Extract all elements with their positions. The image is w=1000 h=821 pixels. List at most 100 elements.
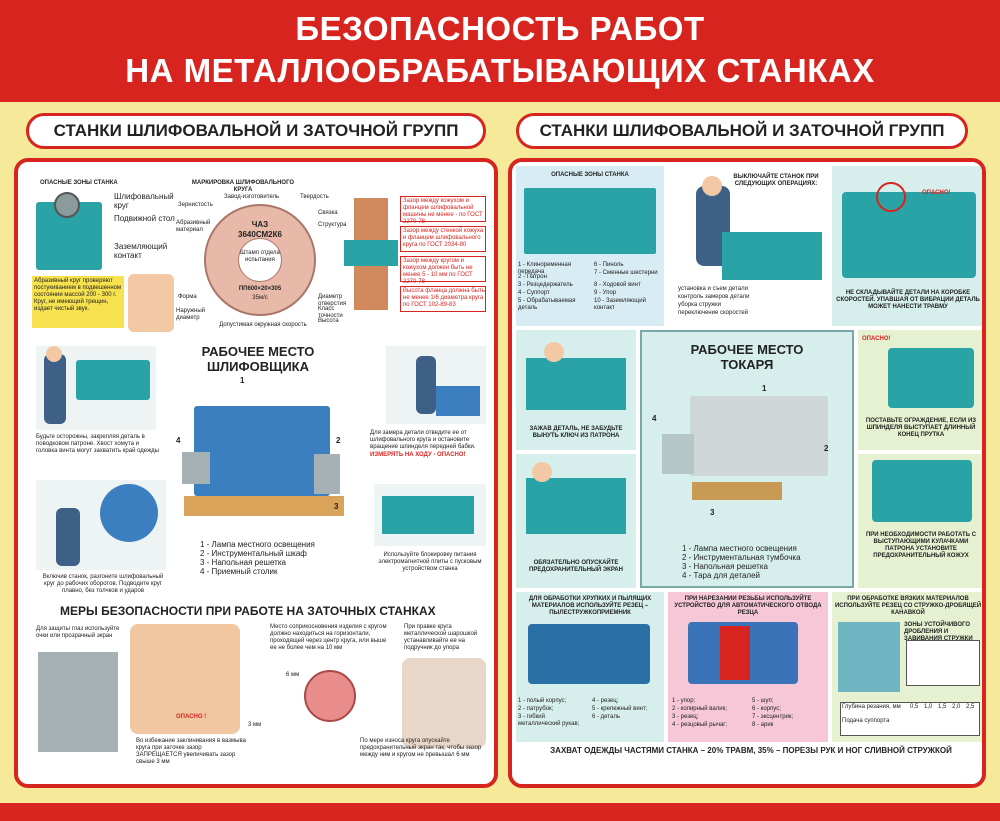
spindle-bar-illustration	[888, 348, 974, 408]
thread-legend-8: 8 - арик	[752, 722, 774, 728]
right-column-header: СТАНКИ ШЛИФОВАЛЬНОЙ И ЗАТОЧНОЙ ГРУПП	[516, 113, 968, 149]
lathe-legend-8: 8 - Ходовой винт	[594, 282, 641, 288]
marked-wheel-diagram	[204, 204, 316, 316]
worker-chuck-illustration	[36, 346, 156, 430]
marking-label-bore: Диаметр отверстия	[318, 294, 347, 307]
depth-feed-table	[840, 702, 980, 736]
receiving-table-illustration	[182, 452, 210, 484]
left-column-header: СТАНКИ ШЛИФОВАЛЬНОЙ И ЗАТОЧНОЙ ГРУПП	[26, 113, 486, 149]
lathe-legend-7: 7 - Сменные шестерни	[594, 270, 658, 276]
screen-worker-head	[532, 462, 552, 482]
tool-cabinet-illustration	[314, 454, 340, 494]
parts-container	[662, 434, 694, 474]
sharpening-danger: ОПАСНО !	[176, 714, 207, 720]
brittle-legend-2: 2 - патрубок;	[518, 706, 554, 712]
note-guard: ПОСТАВЬТЕ ОГРАЖДЕНИЕ, ЕСЛИ ИЗ ШПИНДЕЛЯ В…	[865, 418, 977, 438]
mini-table	[906, 640, 980, 686]
flange-note-3: Зазор между кругом и кожухом должен быть…	[403, 258, 473, 285]
thread-legend-5: 5 - шуп;	[752, 698, 774, 704]
note-cover: ПРИ НЕОБХОДИМОСТИ РАБОТАТЬ С ВЫСТУПАЮЩИМ…	[865, 532, 977, 559]
floor-grate-illustration	[184, 496, 344, 516]
right-workplace-title-1: РАБОЧЕЕ МЕСТО	[690, 342, 804, 357]
brittle-legend-1: 1 - полый корпус;	[518, 698, 567, 704]
title-band	[0, 0, 1000, 102]
note-screen: ОБЯЗАТЕЛЬНО ОПУСКАЙТЕ ПРЕДОХРАНИТЕЛЬНЫЙ …	[529, 560, 623, 573]
workplace-num-1: 1	[240, 376, 245, 385]
flange-spindle	[344, 240, 398, 266]
brittle-legend-6: 6 - деталь	[592, 714, 620, 720]
note-start: Включив станок, разгоните шлифовальный к…	[42, 574, 164, 594]
depth-col-3: 1,5	[938, 704, 947, 710]
bottom-band	[0, 803, 1000, 821]
wheel-gap-diagram	[304, 670, 356, 722]
marking-label-maker: Завод-изготовитель	[224, 194, 280, 200]
right-danger-zones-title: ОПАСНЫЕ ЗОНЫ СТАНКА	[551, 172, 629, 178]
worker-start-illustration	[36, 480, 166, 570]
lathe-legend-4: 4 - Суппорт	[518, 290, 550, 296]
marking-label-abrasive: Абразивный материал	[176, 220, 211, 233]
danger-label-wheel: Шлифовальный круг	[114, 192, 174, 210]
viscous-title: ПРИ ОБРАБОТКЕ ВЯЗКИХ МАТЕРИАЛОВ ИСПОЛЬЗУ…	[834, 596, 982, 616]
sharpening-note-4: Во избежание заклинивания в вазмыва круг…	[136, 738, 246, 765]
thread-legend-3: 3 - резец;	[672, 714, 699, 720]
hands-sharpening-illustration	[130, 624, 240, 734]
thread-legend-2: 2 - копирный валик;	[672, 706, 727, 712]
jaws-cover-illustration	[872, 460, 972, 522]
sharpening-note-1: Для защиты глаз используйте очки или про…	[36, 626, 120, 639]
right-workplace-legend-3: 3 - Напольная решетка	[682, 562, 768, 571]
dust-cutter-illustration	[528, 624, 650, 684]
chip-breaker-illustration	[838, 622, 900, 692]
left-workplace-legend-4: 4 - Приемный столик	[200, 567, 278, 576]
danger-label-2: ОПАСНО!	[862, 336, 891, 342]
wheel-stamp: Штамп отдела испытания	[240, 250, 280, 263]
note-block: Используйте блокировку питания электрома…	[378, 552, 482, 572]
grinding-wheel-icon	[54, 192, 80, 218]
left-workplace-legend-1: 1 - Лампа местного освещения	[200, 540, 315, 549]
stop-machine-title: ВЫКЛЮЧАЙТЕ СТАНОК ПРИ СЛЕДУЮЩИХ ОПЕРАЦИЯ…	[733, 174, 819, 187]
right-footer-stat: ЗАХВАТ ОДЕЖДЫ ЧАСТЯМИ СТАНКА – 20% ТРАВМ…	[550, 746, 952, 755]
brittle-legend-4: 4 - резец;	[592, 698, 619, 704]
danger-label-ground: Заземляющий контакт	[114, 242, 168, 260]
right-workplace-num-1: 1	[762, 384, 767, 393]
depth-col-2: 1,0	[924, 704, 933, 710]
thread-device-part	[720, 626, 750, 680]
workplace-num-4: 4	[176, 436, 181, 445]
lathe-legend-10: 10 - Заземляющий контакт	[594, 298, 646, 311]
grinder-workplace-illustration	[194, 406, 330, 496]
marking-label-hardness: Твердость	[300, 194, 329, 200]
wheel-check-note-box	[32, 276, 124, 328]
flange-note-1: Зазор между кожухом и фланцем шлифовальн…	[403, 198, 483, 225]
marking-label-structure: Структура	[318, 222, 347, 228]
lathe-legend-1: 1 - Клиноременная передача	[518, 262, 572, 275]
depth-col-5: 2,5	[966, 704, 975, 710]
viscous-table-title: ЗОНЫ УСТОЙЧИВОГО ДРОБЛЕНИЯ И ЗАВИВАНИЯ С…	[904, 622, 973, 642]
flange-note-2: Зазор между стенкой кожуха и фланцем шли…	[403, 228, 484, 248]
danger-circle-icon	[876, 182, 906, 212]
thread-legend-1: 1 - упор;	[672, 698, 696, 704]
stop-item-2: контроль замеров детали	[678, 294, 750, 300]
dressing-tool-illustration	[402, 658, 486, 748]
right-workplace-legend-1: 1 - Лампа местного освещения	[682, 544, 797, 553]
lathe-workplace-illustration	[690, 396, 828, 476]
right-workplace-num-4: 4	[652, 414, 657, 423]
left-panel: ОПАСНЫЕ ЗОНЫ СТАНКА Шлифовальный круг По…	[14, 158, 498, 788]
thread-legend-7: 7 - эксцентрик;	[752, 714, 794, 720]
flange-note-4: Высота фланца должна быть не менее 1/6 д…	[403, 288, 485, 308]
right-workplace-num-2: 2	[824, 444, 829, 453]
workplace-num-3: 3	[334, 502, 339, 511]
flange-notes: Зазор между кожухом и фланцем шлифовальн…	[400, 196, 486, 316]
note-key: ЗАЖАВ ДЕТАЛЬ, НЕ ЗАБУДЬТЕ ВЫНУТЬ КЛЮЧ ИЗ…	[529, 426, 623, 439]
note-measure-danger: ИЗМЕРЯТЬ НА ХОДУ - ОПАСНО!	[370, 452, 466, 458]
left-workplace-title-2: ШЛИФОВЩИКА	[206, 359, 310, 374]
stop-item-4: переключение скоростей	[678, 310, 749, 316]
lathe-legend-2: 2 - Патрон	[518, 274, 547, 280]
marking-label-grit: Зернистость	[178, 202, 213, 208]
key-worker-head	[544, 342, 564, 362]
right-workplace-legend-4: 4 - Тара для деталей	[682, 571, 761, 580]
depth-col-4: 2,0	[952, 704, 961, 710]
poster-title-line1: БЕЗОПАСНОСТЬ РАБОТ	[295, 10, 705, 47]
left-danger-zones-title: ОПАСНЫЕ ЗОНЫ СТАНКА	[40, 180, 118, 186]
turner-head	[702, 176, 722, 196]
depth-row-label: Глубина резания, мм	[842, 704, 901, 710]
lathe-illustration	[524, 188, 656, 254]
